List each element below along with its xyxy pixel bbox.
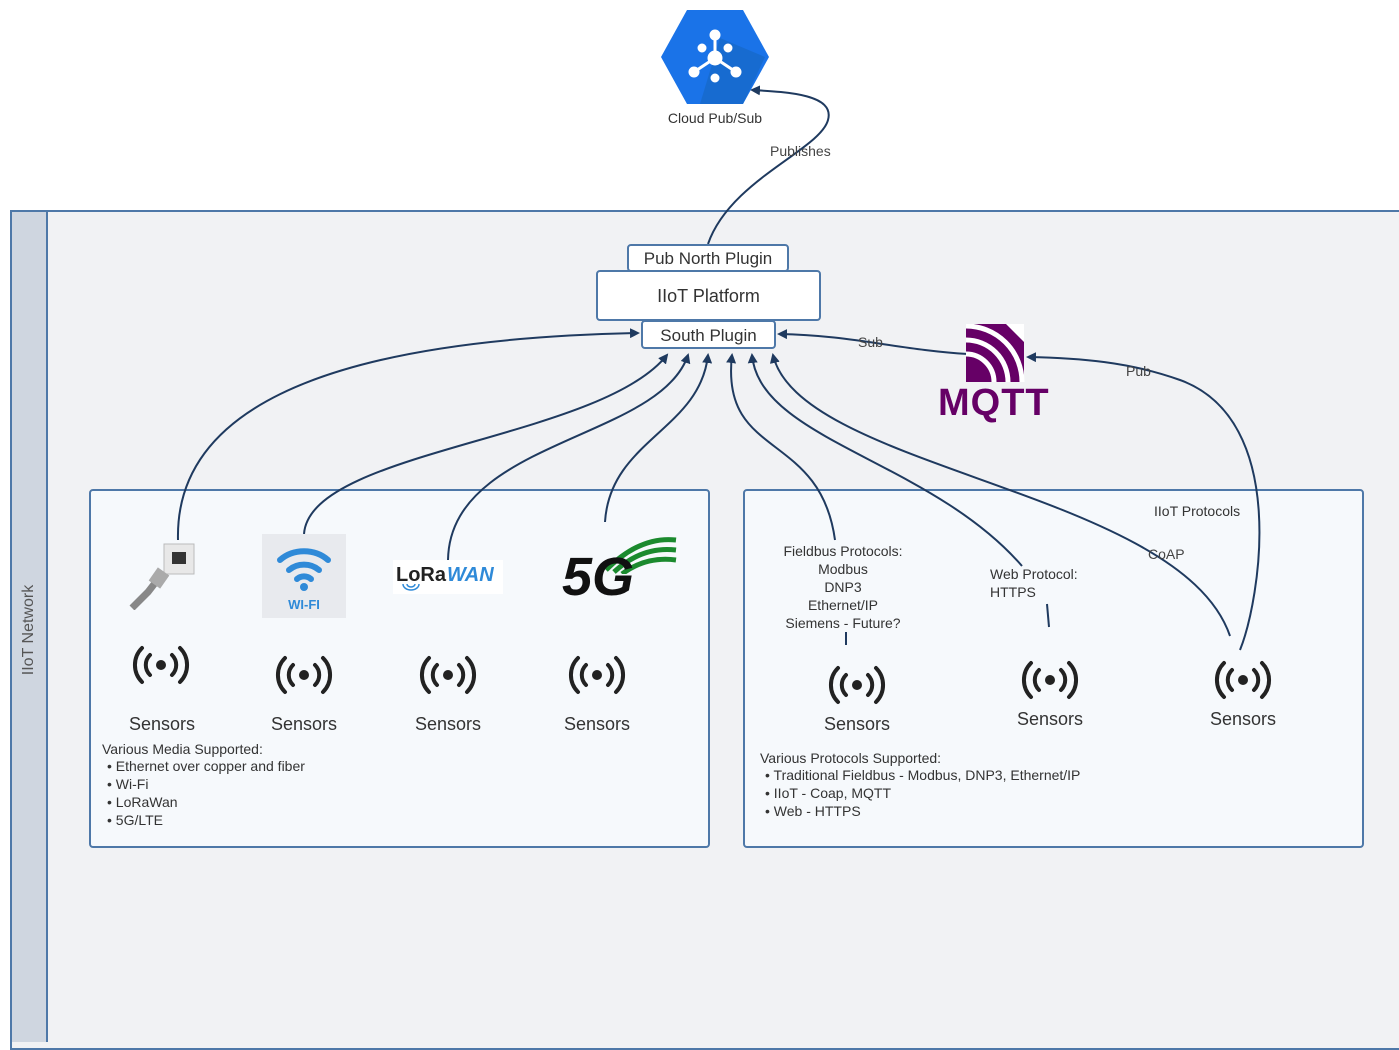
sensor-label: Sensors (128, 714, 196, 734)
protocol-note-item: Web - HTTPS (765, 802, 1080, 820)
media-note-item: LoRaWan (107, 793, 305, 811)
wifi-icon (277, 548, 331, 591)
protocol-note-item: IIoT - Coap, MQTT (765, 784, 1080, 802)
protocol-notes-title: Various Protocols Supported: (760, 750, 942, 766)
wifi-logo-text: WI-FI (288, 597, 320, 612)
protocol-note-item: Traditional Fieldbus - Modbus, DNP3, Eth… (765, 766, 1081, 784)
wifi-logo: WI-FI (262, 534, 346, 618)
web-line: Web Protocol: (990, 566, 1078, 582)
sensor-icon (568, 656, 626, 694)
mqtt-logo-text: MQTT (938, 382, 1050, 424)
5g-logo-text: 5G (562, 547, 635, 607)
edge-5g (604, 353, 713, 523)
sensor-icon (419, 656, 477, 694)
media-note-item: 5G/LTE (107, 811, 305, 829)
fieldbus-line: Ethernet/IP (807, 597, 879, 613)
lane-header (12, 212, 48, 1042)
iiot-protocols-title: IIoT Protocols (1154, 503, 1241, 519)
edge-coap (769, 353, 1231, 637)
sensor-icon (275, 656, 333, 694)
web-protocol: Web Protocol: HTTPS (990, 565, 1078, 601)
coap-label: CoAP (1148, 546, 1185, 562)
lorawan-logo: LoRa WAN (393, 560, 503, 594)
fieldbus-line: Fieldbus Protocols: (783, 543, 903, 559)
edge-wifi (303, 353, 669, 535)
iiot-platform[interactable]: IIoT Platform (596, 270, 821, 321)
media-note-item: Wi-Fi (107, 775, 305, 793)
protocol-notes: Various Protocols Supported: Traditional… (760, 750, 1080, 820)
mqtt-logo-icon (966, 324, 1025, 383)
cloud-pubsub-icon (661, 10, 769, 104)
sensor-icon (132, 646, 190, 684)
5g-logo: 5G (560, 534, 680, 610)
publishes-label: Publishes (770, 143, 831, 159)
sensor-label: Sensors (270, 714, 338, 734)
lorawan-logo-lora: LoRa (396, 564, 446, 586)
south-plugin[interactable]: South Plugin (641, 320, 776, 349)
edge-publishes (707, 85, 830, 245)
media-note-item: Ethernet over copper and fiber (107, 757, 305, 775)
edge-sub (777, 329, 969, 355)
pub-north-plugin[interactable]: Pub North Plugin (627, 244, 789, 272)
5g-arc-icon (604, 537, 677, 574)
sensor-icon (1214, 661, 1272, 699)
edge-web (747, 353, 1023, 567)
sensor-label: Sensors (414, 714, 482, 734)
sensor-label: Sensors (563, 714, 631, 734)
fieldbus-line: Modbus (818, 561, 868, 577)
cloud-pubsub-label: Cloud Pub/Sub (667, 110, 763, 126)
edge-pub (1026, 352, 1261, 651)
lorawan-logo-wan: WAN (447, 564, 494, 586)
sensor-label: Sensors (1016, 709, 1084, 729)
sensor-icon (1021, 661, 1079, 699)
sensor-icon (828, 666, 886, 704)
media-notes: Various Media Supported: Ethernet over c… (102, 741, 305, 829)
edge-stub-web (1046, 603, 1050, 628)
fieldbus-protocols: Fieldbus Protocols: Modbus DNP3 Ethernet… (763, 542, 923, 632)
fieldbus-line: Siemens - Future? (785, 615, 901, 631)
sub-label: Sub (858, 334, 883, 350)
edge-ethernet (176, 328, 640, 541)
lorawan-wave-icon (402, 583, 420, 591)
sensor-label: Sensors (1209, 709, 1277, 729)
media-notes-title: Various Media Supported: (102, 741, 263, 757)
web-line: HTTPS (990, 584, 1036, 600)
sensor-label: Sensors (823, 714, 891, 734)
ethernet-icon (129, 543, 195, 610)
edge-fieldbus (726, 353, 836, 541)
edge-lora (447, 353, 691, 561)
fieldbus-line: DNP3 (824, 579, 862, 595)
pub-label: Pub (1126, 363, 1151, 379)
